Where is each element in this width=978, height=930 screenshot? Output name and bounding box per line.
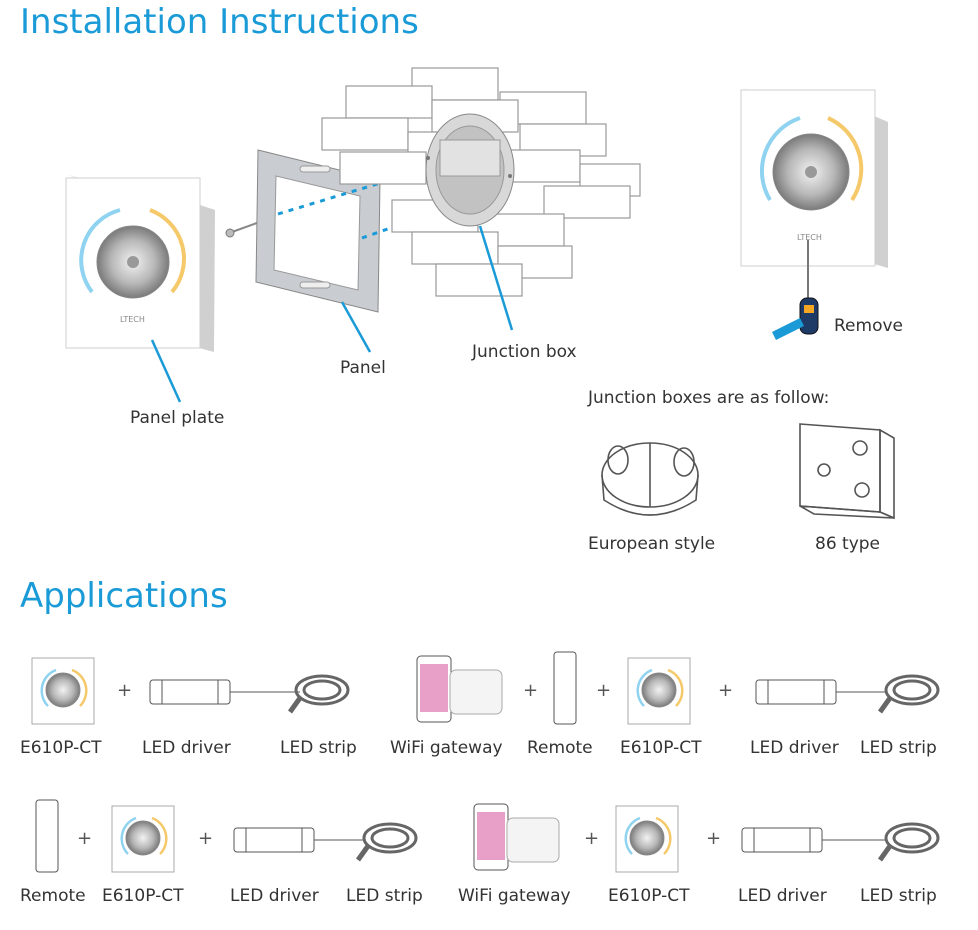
app-row2-item: WiFi gateway (458, 886, 571, 906)
plus-sign: + (523, 680, 539, 701)
app-row2-item: Remote (20, 886, 86, 906)
junction-boxes-note: Junction boxes are as follow: (588, 388, 830, 408)
plus-sign: + (198, 828, 214, 849)
junction-box-label: Junction box (472, 342, 577, 362)
plus-sign: + (77, 828, 93, 849)
plus-sign: + (718, 680, 734, 701)
european-style-label: European style (588, 534, 716, 554)
app-row1-item: LED driver (750, 738, 839, 758)
app-row2-illustrations (35, 799, 940, 873)
metal-panel-image (255, 149, 381, 313)
app-row1-item: Remote (527, 738, 593, 758)
plus-sign: + (117, 680, 133, 701)
panel-plate-image: LTECH (65, 175, 215, 352)
app-row2-item: LED strip (346, 886, 423, 906)
type86-label: 86 type (815, 534, 881, 554)
app-row1-item: LED strip (860, 738, 937, 758)
european-junction-box-image (601, 442, 699, 516)
app-row1-item: LED driver (142, 738, 231, 758)
remove-panel-image: LTECH (740, 88, 888, 340)
type86-junction-box-image (799, 423, 895, 520)
remove-panel-brand-text: LTECH (797, 233, 822, 242)
app-row2-item: LED driver (230, 886, 319, 906)
applications-title: Applications (20, 576, 228, 616)
plus-sign: + (706, 828, 722, 849)
panel-label: Panel (340, 358, 386, 378)
app-row1-item: WiFi gateway (390, 738, 503, 758)
app-row2-item: E610P-CT (608, 886, 690, 906)
plus-sign: + (596, 680, 612, 701)
junction-box-image (425, 113, 515, 227)
installation-title: Installation Instructions (20, 2, 419, 42)
app-row1-item: LED strip (280, 738, 357, 758)
app-row2-item: LED strip (860, 886, 937, 906)
app-row1-item: E610P-CT (20, 738, 102, 758)
panel-plate-label: Panel plate (130, 408, 225, 428)
app-row1-item: E610P-CT (620, 738, 702, 758)
app-row2-item: E610P-CT (102, 886, 184, 906)
panel-plate-brand-text: LTECH (120, 315, 145, 324)
remove-label: Remove (834, 316, 903, 336)
app-row1-illustrations (31, 651, 940, 725)
app-row2-item: LED driver (738, 886, 827, 906)
plus-sign: + (584, 828, 600, 849)
